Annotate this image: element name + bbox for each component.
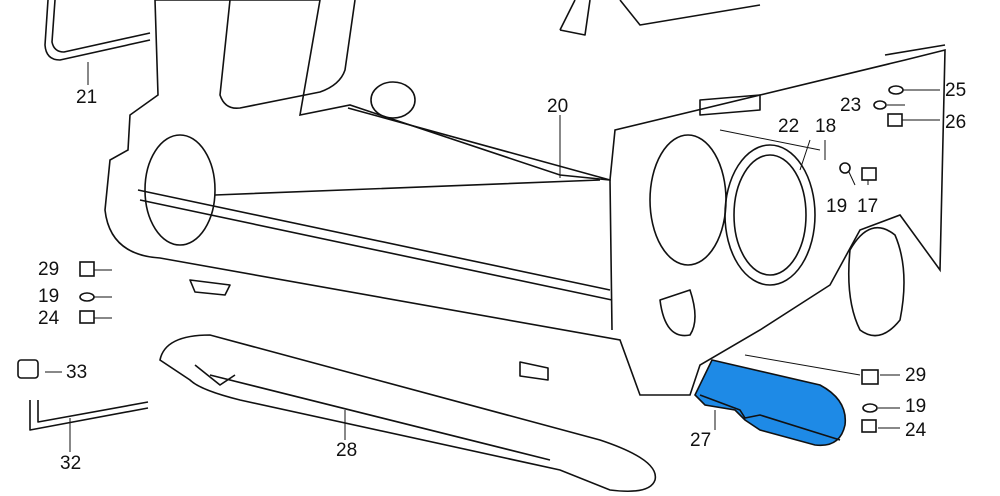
callout-29-right: 29: [905, 365, 927, 386]
callout-17: 17: [857, 196, 879, 217]
callout-32: 32: [60, 453, 82, 474]
callout-26: 26: [945, 112, 967, 133]
part-33-clip: [17, 359, 39, 379]
callout-27: 27: [690, 430, 712, 451]
left-duct-opening: [144, 134, 216, 246]
leader-lines: [45, 62, 940, 452]
panel-opening-3: [848, 226, 905, 337]
part-21-frame: [44, 0, 151, 61]
callout-28: 28: [336, 440, 358, 461]
callout-23: 23: [840, 95, 862, 116]
callout-19-right: 19: [905, 396, 927, 417]
callout-22: 22: [778, 116, 800, 137]
callout-25: 25: [945, 80, 967, 101]
part-20-housing: [104, 0, 946, 396]
part-27-highlighted: [694, 359, 847, 447]
part-32-rod: [29, 400, 149, 431]
callout-19-top: 19: [826, 196, 848, 217]
part-28-shield: [159, 334, 657, 493]
callout-19-left: 19: [38, 286, 60, 307]
callout-21: 21: [76, 87, 98, 108]
callout-29-left: 29: [38, 259, 60, 280]
callout-24-left: 24: [38, 308, 60, 329]
callout-33: 33: [66, 362, 88, 383]
callout-20: 20: [547, 96, 569, 117]
panel-opening-22: [724, 144, 816, 286]
callout-24-right: 24: [905, 420, 927, 441]
callout-18: 18: [815, 116, 837, 137]
hardware: [79, 85, 904, 433]
